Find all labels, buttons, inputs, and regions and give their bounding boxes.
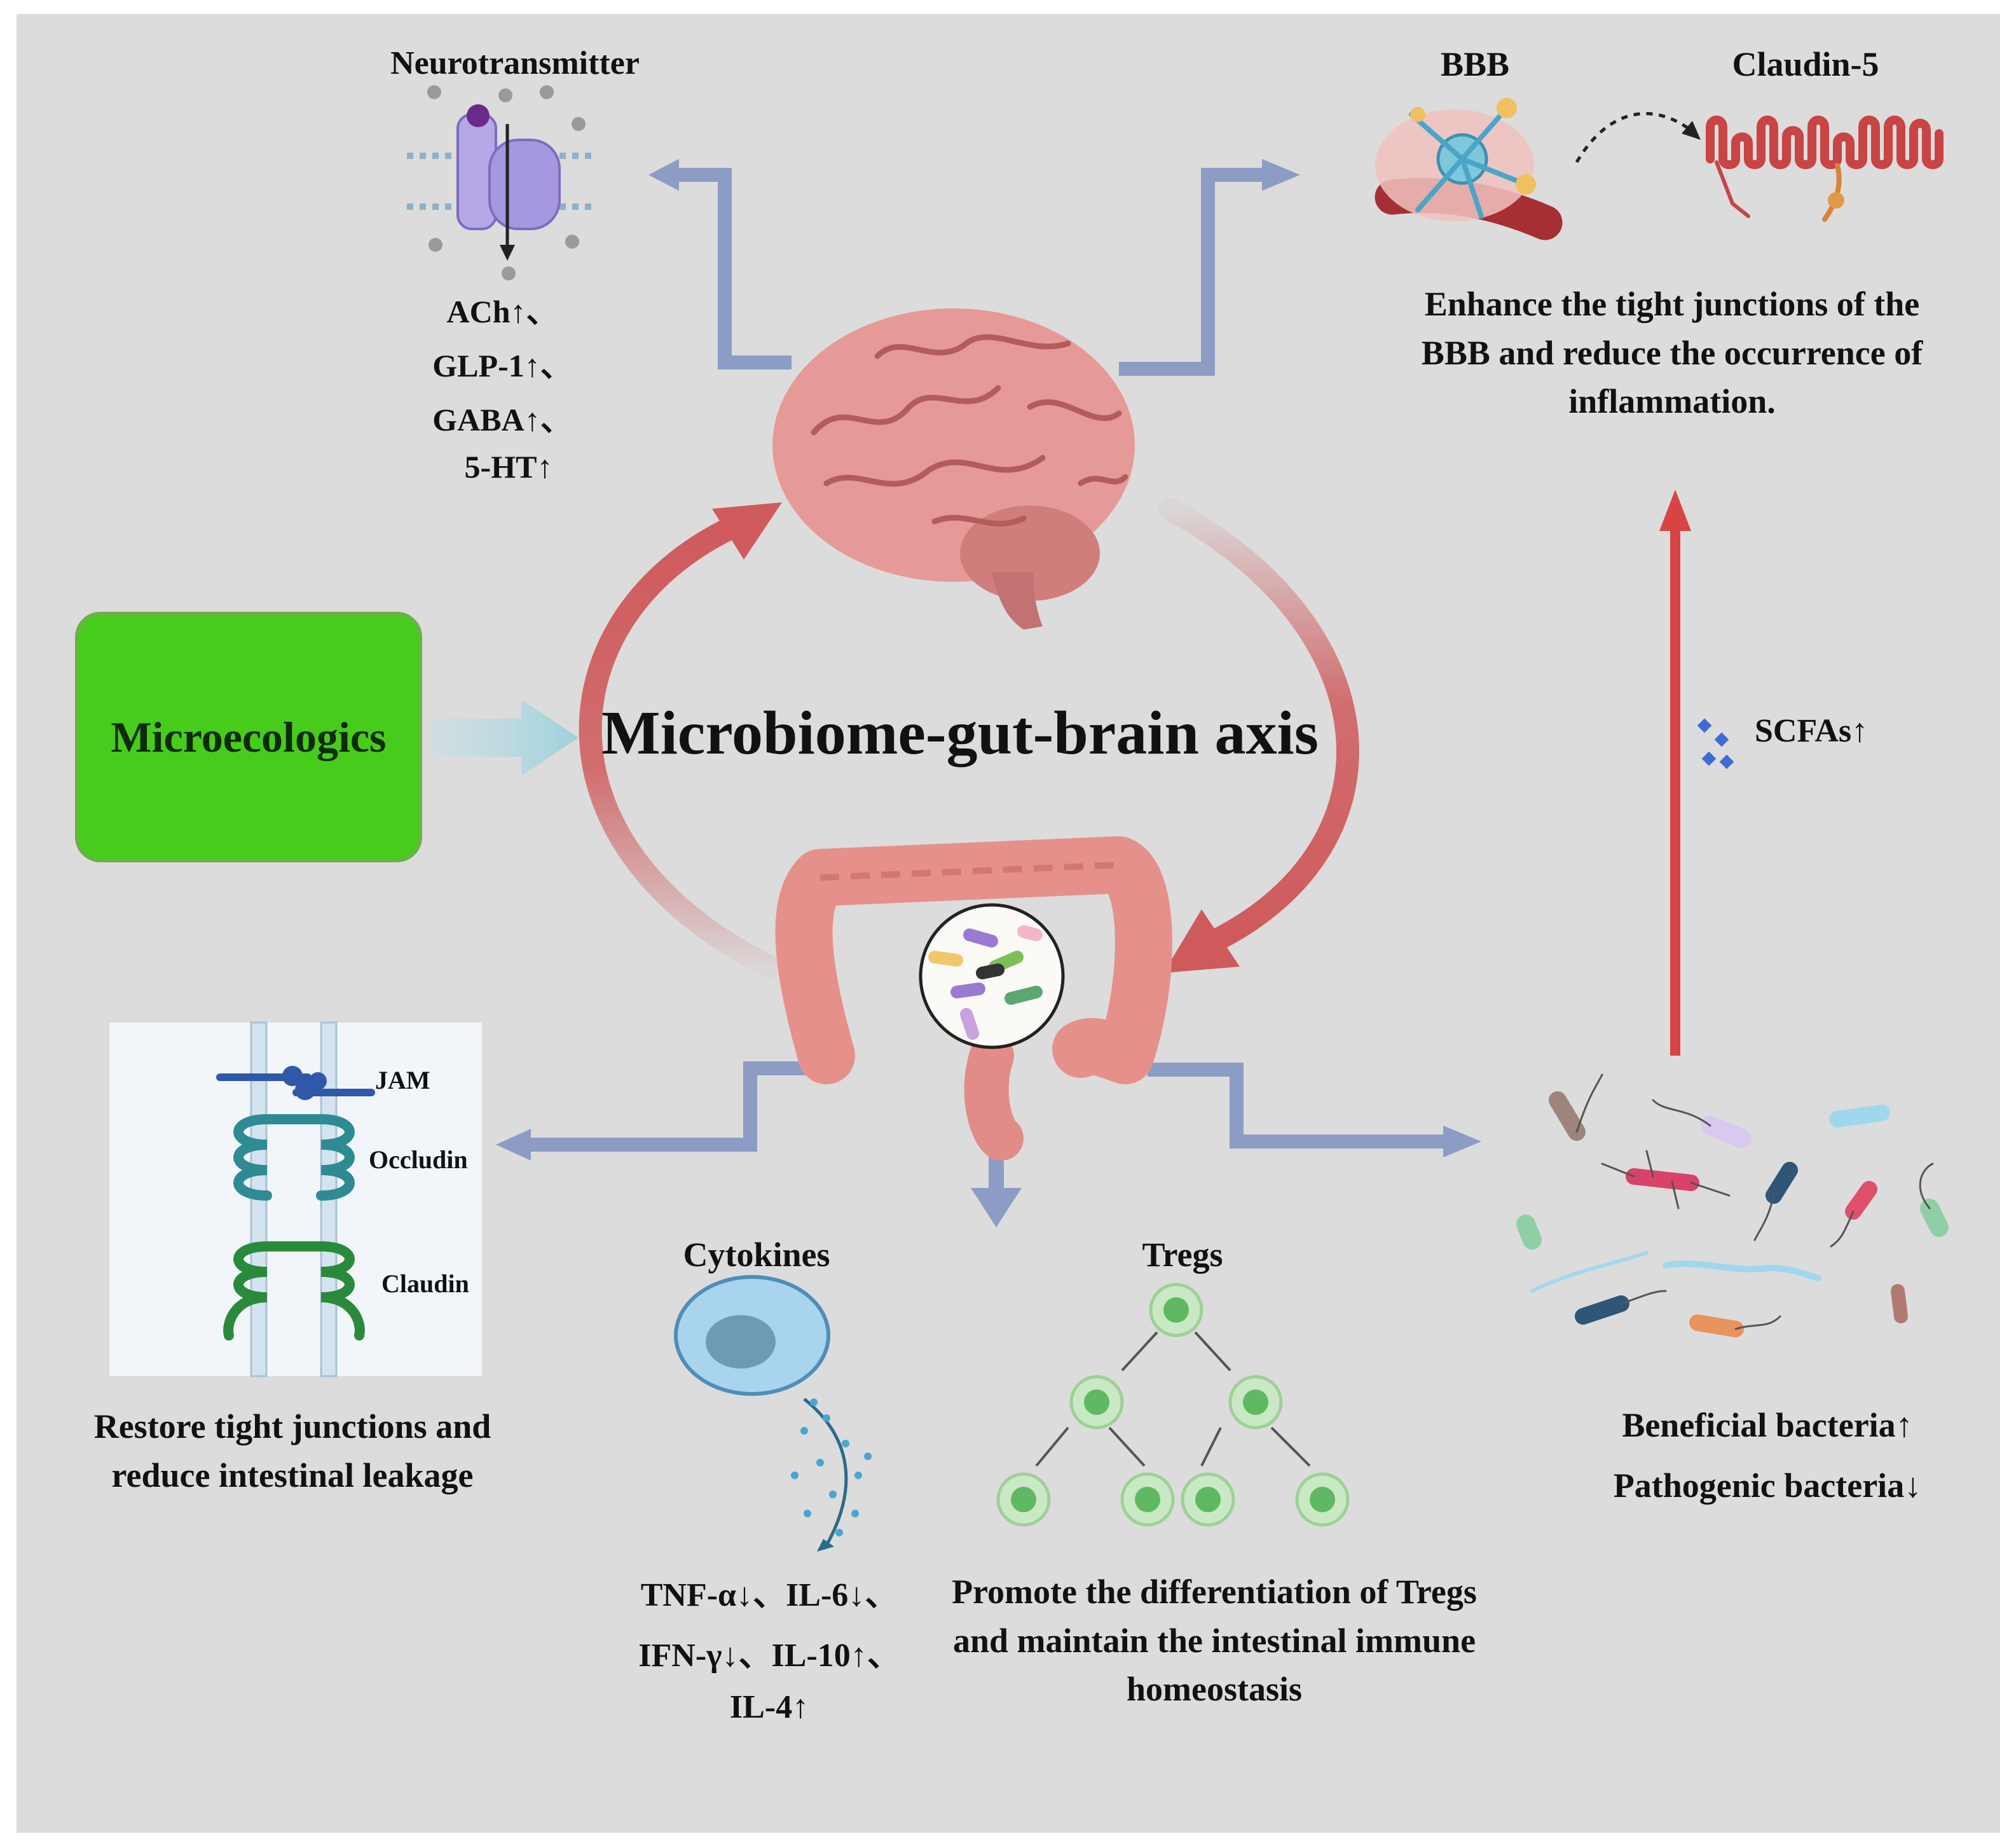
microecologics-arrow — [432, 700, 579, 776]
gut-to-brain-arrowhead — [712, 502, 782, 560]
bbb-caption: Enhance the tight junctions of the BBB a… — [1421, 285, 1923, 421]
claudin-label: Claudin — [381, 1269, 469, 1298]
microecologics-box: Microecologics — [75, 612, 422, 862]
tregs-differentiation-tree — [996, 1283, 1350, 1527]
neurotransmitter-title: Neurotransmitter — [390, 45, 640, 81]
neurotransmitter-item-5ht: 5-HT↑ — [464, 449, 553, 485]
microecologics-label: Microecologics — [111, 712, 387, 761]
scfa-label: SCFAs↑ — [1755, 713, 1869, 749]
junction-caption: Restore tight junctions and reduce intes… — [93, 1407, 491, 1494]
bbb-vessel-icon — [1375, 98, 1563, 240]
claudin-5-title: Claudin-5 — [1732, 45, 1879, 83]
brain-to-gut-cycle-arrow — [1158, 497, 1359, 953]
gut-to-bacteria-connector — [1148, 1063, 1481, 1157]
occludin-protein-icon — [233, 1114, 355, 1201]
brain-to-gut-arrowhead — [1163, 909, 1240, 973]
scfa-molecule-icon — [1697, 718, 1734, 769]
scfa-arrowhead — [1659, 490, 1691, 531]
brain-to-neurotransmitter-connector — [648, 159, 792, 369]
bbb-title: BBB — [1440, 45, 1510, 83]
brain-to-bbb-connector — [1119, 159, 1300, 376]
bbb-to-claudin-arrowhead — [1682, 121, 1701, 140]
cytokines-line-1: TNF-α↓、IL-6↓、 — [640, 1577, 898, 1613]
cytokines-line-2: IFN-γ↓、IL-10↑、 — [638, 1638, 900, 1674]
colon-icon — [775, 836, 1172, 1161]
tregs-caption: Promote the differentiation of Tregs and… — [952, 1573, 1477, 1709]
claudin-protein-icon — [223, 1241, 365, 1341]
gut-to-junction-connector — [496, 1061, 807, 1161]
neurotransmitter-item-glp1: GLP-1↑、 — [432, 348, 572, 383]
cytokines-line-3: IL-4↑ — [729, 1689, 809, 1725]
jam-protein-icon — [216, 1066, 375, 1100]
receptor-membrane-icon — [407, 85, 598, 280]
cytokine-cell-icon — [674, 1275, 872, 1552]
bacteria-cluster-icon — [1516, 1073, 1949, 1337]
occludin-label: Occludin — [369, 1145, 468, 1174]
tight-junction-panel — [109, 1021, 482, 1377]
brain-icon — [772, 308, 1135, 630]
beneficial-bacteria-label: Beneficial bacteria↑ — [1622, 1406, 1913, 1444]
pathogenic-bacteria-label: Pathogenic bacteria↓ — [1613, 1466, 1922, 1505]
center-axis-label: Microbiome-gut-brain axis — [601, 699, 1319, 768]
neurotransmitter-item-ach: ACh↑、 — [446, 294, 558, 329]
gut-to-brain-cycle-arrow — [579, 516, 781, 978]
tregs-title: Tregs — [1142, 1236, 1223, 1274]
claudin-5-protein-icon — [1706, 115, 1944, 222]
jam-label: JAM — [375, 1066, 430, 1094]
bbb-to-claudin-dotted-arrow — [1575, 112, 1692, 163]
cytokines-title: Cytokines — [683, 1236, 830, 1274]
neurotransmitter-item-gaba: GABA↑、 — [432, 402, 572, 438]
